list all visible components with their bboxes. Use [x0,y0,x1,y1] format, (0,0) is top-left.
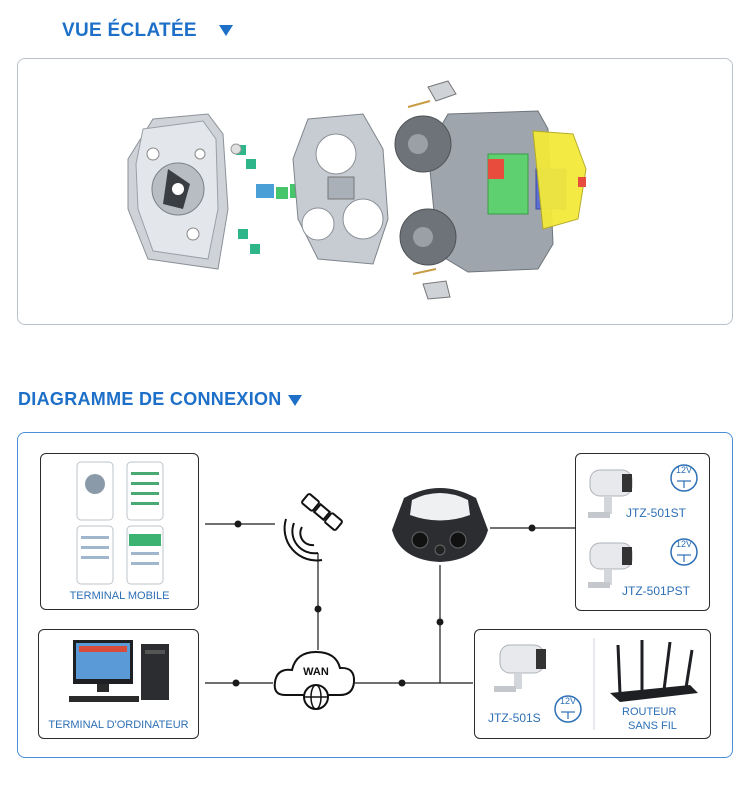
junction-dot [528,524,536,532]
camera-1-label: JTZ-501ST [626,506,687,520]
exploded-view-heading: VUE ÉCLATÉE [62,20,233,42]
computer-terminal-label: TERMINAL D'ORDINATEUR [48,719,189,731]
dropdown-triangle-icon [218,25,233,37]
voltage-label: 12V [559,696,576,706]
wan-label: WAN [303,666,329,678]
connection-diagram-title: DIAGRAMME DE CONNEXION [18,389,282,409]
loose-parts [407,80,457,300]
router-label-line1: ROUTEUR [622,706,677,718]
small-components [230,143,304,254]
junction-dot [314,605,322,613]
voltage-label: 12V [675,539,692,549]
exploded-view-title: VUE ÉCLATÉE [62,20,197,41]
exploded-view-illustration [127,80,587,300]
camera-3-label: JTZ-501S [488,711,541,725]
motor-housing-part [394,110,587,273]
desktop-computer-icon [69,640,169,702]
connection-diagram-heading: DIAGRAMME DE CONNEXION [18,389,302,410]
smartphone-screens-icon [76,461,164,585]
junction-dot [398,679,406,687]
voltage-label: 12V [675,465,692,475]
computer-terminal-card: TERMINAL D'ORDINATEUR [38,629,199,739]
router-label-line2: SANS FIL [628,720,677,732]
junction-dot [436,618,444,626]
dropdown-triangle-icon [287,394,302,406]
middle-bracket-part [292,113,389,265]
junction-dot [232,679,240,687]
junction-dot [234,520,242,528]
front-cover-part [127,113,229,270]
mobile-terminal-label: TERMINAL MOBILE [69,590,170,602]
camera-2-label: JTZ-501PST [622,584,691,598]
exploded-view-panel [17,58,733,325]
mobile-terminal-card: TERMINAL MOBILE [40,453,199,610]
